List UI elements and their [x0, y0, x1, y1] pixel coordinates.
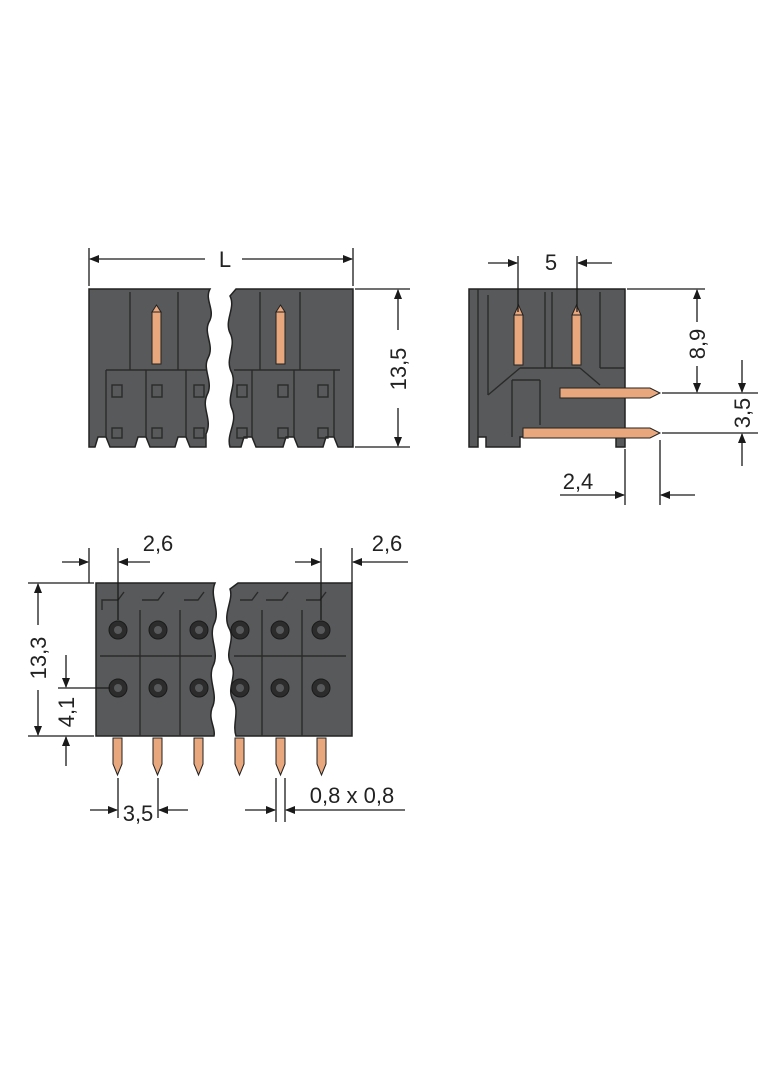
- label-2-4: 2,4: [563, 469, 594, 494]
- dim-height-13-3: 13,3: [26, 582, 94, 737]
- label-3-5-side: 3,5: [730, 398, 755, 429]
- label-2-6-right: 2,6: [372, 531, 403, 556]
- label-3-5-bottom: 3,5: [123, 801, 154, 826]
- dim-pin-pitch-3-5: 3,5: [90, 778, 188, 826]
- dim-width-L: L: [88, 247, 354, 286]
- front-pin-left: [151, 311, 162, 365]
- dim-offset-2-4: 2,4: [560, 440, 695, 505]
- front-housing-left: [88, 288, 213, 448]
- dim-pin-section: 0,8 x 0,8: [245, 778, 405, 822]
- dim-gap-3-5: 3,5: [662, 360, 758, 466]
- front-pin-right: [275, 311, 286, 365]
- label-13-5: 13,5: [386, 348, 411, 391]
- side-pin-1: [513, 314, 524, 366]
- side-pin-upper: [559, 387, 662, 399]
- bottom-holes-upper: [108, 620, 331, 640]
- dim-pin-height-4-1: 4,1: [54, 655, 110, 766]
- side-pin-2: [571, 314, 582, 366]
- bottom-view: 2,6 2,6 13,3 4,1: [26, 531, 408, 826]
- bottom-housing-left: [95, 582, 218, 737]
- bottom-holes-lower: [108, 678, 331, 698]
- label-8-9: 8,9: [685, 329, 710, 360]
- label-4-1: 4,1: [54, 697, 79, 728]
- bottom-housing-right: [226, 582, 353, 737]
- dim-pitch-5: 5: [488, 250, 612, 312]
- side-view: 5 8,9 3,5 2,4: [468, 250, 758, 505]
- label-L: L: [219, 247, 231, 272]
- front-chambers: [105, 292, 340, 439]
- front-view: L 13,5: [88, 247, 411, 448]
- label-5: 5: [545, 250, 557, 275]
- label-0-8x0-8: 0,8 x 0,8: [310, 783, 394, 808]
- dim-height-8-9: 8,9: [627, 288, 710, 394]
- bottom-pins: [112, 737, 327, 777]
- side-inner-lines: [477, 289, 625, 437]
- side-pin-lower: [522, 427, 662, 439]
- label-13-3: 13,3: [26, 637, 51, 680]
- bottom-grid-lines: [100, 591, 346, 736]
- dim-height-13-5: 13,5: [355, 288, 411, 448]
- dim-edge-right-2-6: 2,6: [295, 531, 408, 620]
- label-2-6-left: 2,6: [143, 531, 174, 556]
- dim-edge-left-2-6: 2,6: [62, 531, 173, 620]
